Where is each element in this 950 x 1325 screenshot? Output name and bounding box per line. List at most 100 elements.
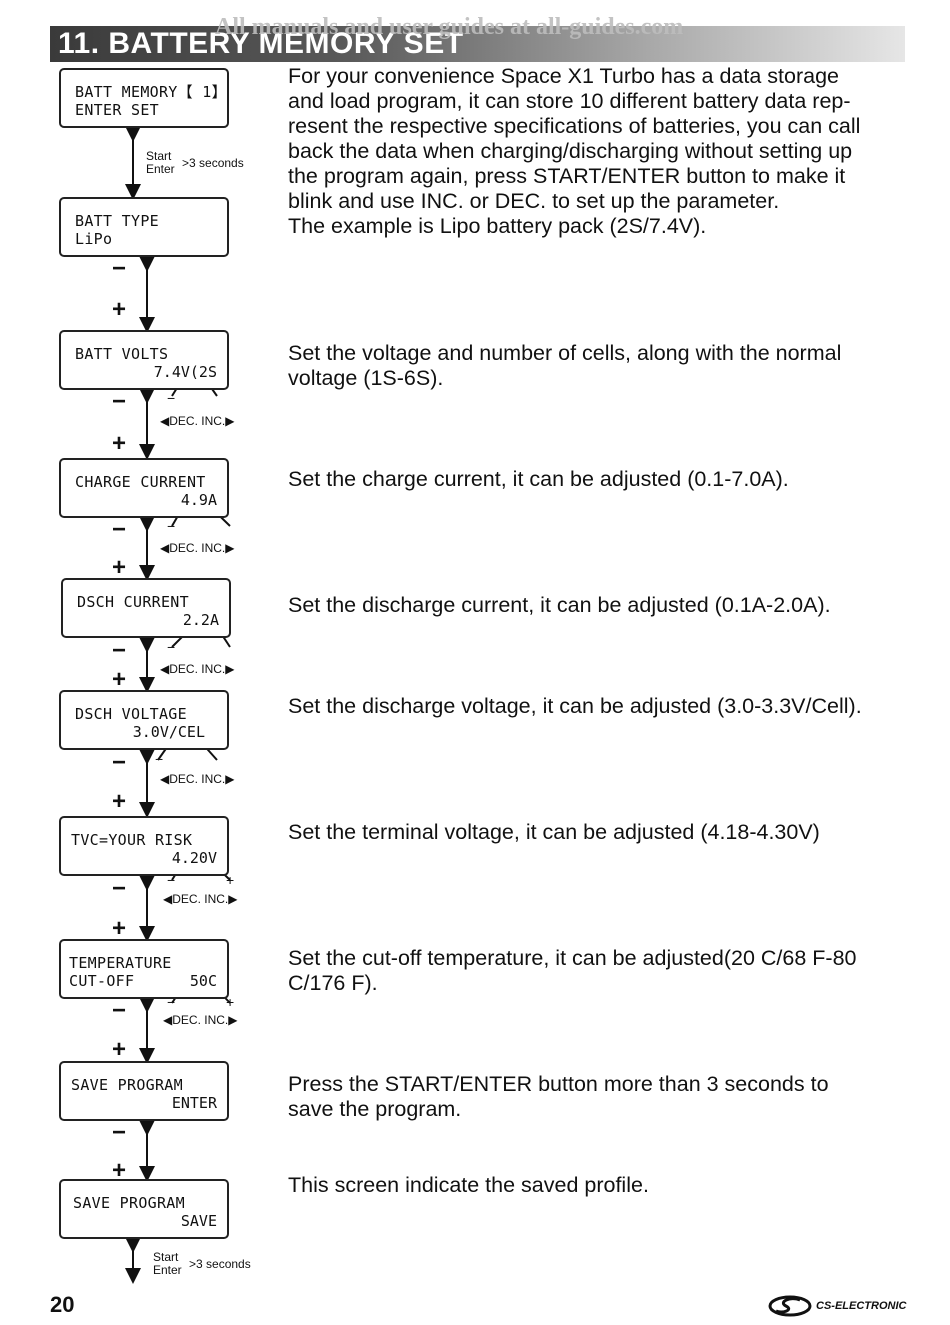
lcd-line1: TEMPERATURE [69,954,172,972]
description-batt-volts: Set the voltage and number of cells, alo… [288,341,908,391]
minus-sign: − [112,749,127,776]
dec-minus: − [167,872,176,888]
lcd-screen-save-program-save: SAVE PROGRAM SAVE [59,1179,229,1239]
dec-inc-label: ◀DEC. INC.▶ [160,772,235,786]
lcd-screen-batt-type: BATT TYPE LiPo [59,197,229,257]
lcd-screen-temperature: TEMPERATURE CUT-OFF 50C [59,939,229,999]
minus-sign: − [112,388,127,415]
dec-inc-label: ◀DEC. INC.▶ [160,541,235,555]
lcd-line2: SAVE [180,1212,217,1230]
plus-sign: + [112,1036,127,1063]
lcd-line1: DSCH VOLTAGE [75,705,187,723]
dec-inc-label: ◀DEC. INC.▶ [163,892,238,906]
text-line: blink and use INC. or DEC. to set up the… [288,189,780,213]
section-title: 11. BATTERY MEMORY SET [58,27,464,60]
inc-plus: + [226,872,235,888]
inc-plus: + [226,994,235,1010]
brand-name: CS-ELECTRONIC [816,1300,907,1312]
lcd-line2-left: CUT-OFF [69,972,135,990]
text-line: voltage (1S-6S). [288,366,444,390]
text-line: Set the discharge current, it can be adj… [288,593,831,617]
lcd-line1: TVC=YOUR RISK [71,831,193,849]
lcd-line1: BATT VOLTS [75,345,169,363]
start-label: Start [153,1250,179,1264]
hold-time-label: >3 seconds [182,156,244,170]
description-charge-current: Set the charge current, it can be adjust… [288,467,908,492]
lcd-line2: 4.9A [180,491,217,509]
text-line: back the data when charging/discharging … [288,139,853,163]
lcd-line1: SAVE PROGRAM [73,1194,185,1212]
dec-minus: − [155,751,164,767]
plus-sign: + [112,666,127,693]
lcd-screen-batt-memory: BATT MEMORY【 1】 ENTER SET [59,68,229,128]
plus-sign: + [112,788,127,815]
text-line: the program again, press START/ENTER but… [288,164,846,188]
text-line: Set the discharge voltage, it can be adj… [288,694,862,718]
text-line: For your convenience Space X1 Turbo has … [288,64,839,88]
lcd-line2: ENTER SET [75,101,159,119]
dec-minus: − [167,994,176,1010]
enter-label: Enter [146,162,175,176]
dec-inc-label: ◀DEC. INC.▶ [160,414,235,428]
text-line: and load program, it can store 10 differ… [288,89,851,113]
lcd-line2: 4.20V [171,849,217,867]
lcd-screen-batt-volts: BATT VOLTS 7.4V(2S [59,330,229,390]
lcd-line2: 7.4V(2S [153,363,217,381]
dec-minus: − [167,639,176,655]
lcd-screen-charge-current: CHARGE CURRENT 4.9A [59,458,229,518]
lcd-screen-tvc: TVC=YOUR RISK 4.20V [59,816,229,876]
lcd-line1: BATT TYPE [75,212,159,230]
lcd-screen-dsch-voltage: DSCH VOLTAGE 3.0V/CEL [59,690,229,750]
lcd-line2-right: 50C [189,972,217,990]
lcd-line1: CHARGE CURRENT [75,473,206,491]
text-line: This screen indicate the saved profile. [288,1173,649,1197]
section-header-bar [50,26,905,62]
plus-sign: + [112,554,127,581]
dec-inc-label: ◀DEC. INC.▶ [160,662,235,676]
lcd-screen-dsch-current: DSCH CURRENT 2.2A [61,578,231,638]
plus-sign: + [112,430,127,457]
description-intro: For your convenience Space X1 Turbo has … [288,64,908,239]
lcd-line1: SAVE PROGRAM [71,1076,183,1094]
lcd-screen-save-program-enter: SAVE PROGRAM ENTER [59,1061,229,1121]
lcd-line1: DSCH CURRENT [77,593,189,611]
plus-sign: + [112,296,127,323]
description-dsch-current: Set the discharge current, it can be adj… [288,593,908,618]
minus-sign: − [112,997,127,1024]
lcd-line2: ENTER [171,1094,217,1112]
start-label: Start [146,149,172,163]
description-temperature: Set the cut-off temperature, it can be a… [288,946,908,996]
description-tvc: Set the terminal voltage, it can be adju… [288,820,908,845]
minus-sign: − [112,516,127,543]
dec-minus: − [167,390,176,406]
text-line: save the program. [288,1097,462,1121]
text-line: Set the voltage and number of cells, alo… [288,341,842,365]
enter-label: Enter [153,1263,182,1277]
text-line: Press the START/ENTER button more than 3… [288,1072,829,1096]
text-line: The example is Lipo battery pack (2S/7.4… [288,214,707,238]
lcd-line2: LiPo [75,230,113,248]
minus-sign: − [112,1119,127,1146]
page-number: 20 [50,1292,75,1317]
minus-sign: − [112,875,127,902]
minus-sign: − [112,255,127,282]
lcd-line2: 3.0V/CEL [132,723,205,741]
dec-minus: − [167,518,176,534]
description-save-done: This screen indicate the saved profile. [288,1173,908,1198]
brand-logo-icon [768,1295,812,1317]
text-line: C/176 F). [288,971,378,995]
text-line: Set the terminal voltage, it can be adju… [288,820,820,844]
dec-inc-label: ◀DEC. INC.▶ [163,1013,238,1027]
description-save-enter: Press the START/ENTER button more than 3… [288,1072,908,1122]
lcd-line2: 2.2A [182,611,219,629]
hold-time-label: >3 seconds [189,1257,251,1271]
plus-sign: + [112,915,127,942]
description-dsch-voltage: Set the discharge voltage, it can be adj… [288,694,908,719]
minus-sign: − [112,637,127,664]
watermark: All manuals and user guides at all-guide… [215,14,684,40]
text-line: resent the respective specifications of … [288,114,861,138]
text-line: Set the cut-off temperature, it can be a… [288,946,857,970]
lcd-line1: BATT MEMORY【 1】 [75,83,227,101]
text-line: Set the charge current, it can be adjust… [288,467,789,491]
plus-sign: + [112,1157,127,1184]
